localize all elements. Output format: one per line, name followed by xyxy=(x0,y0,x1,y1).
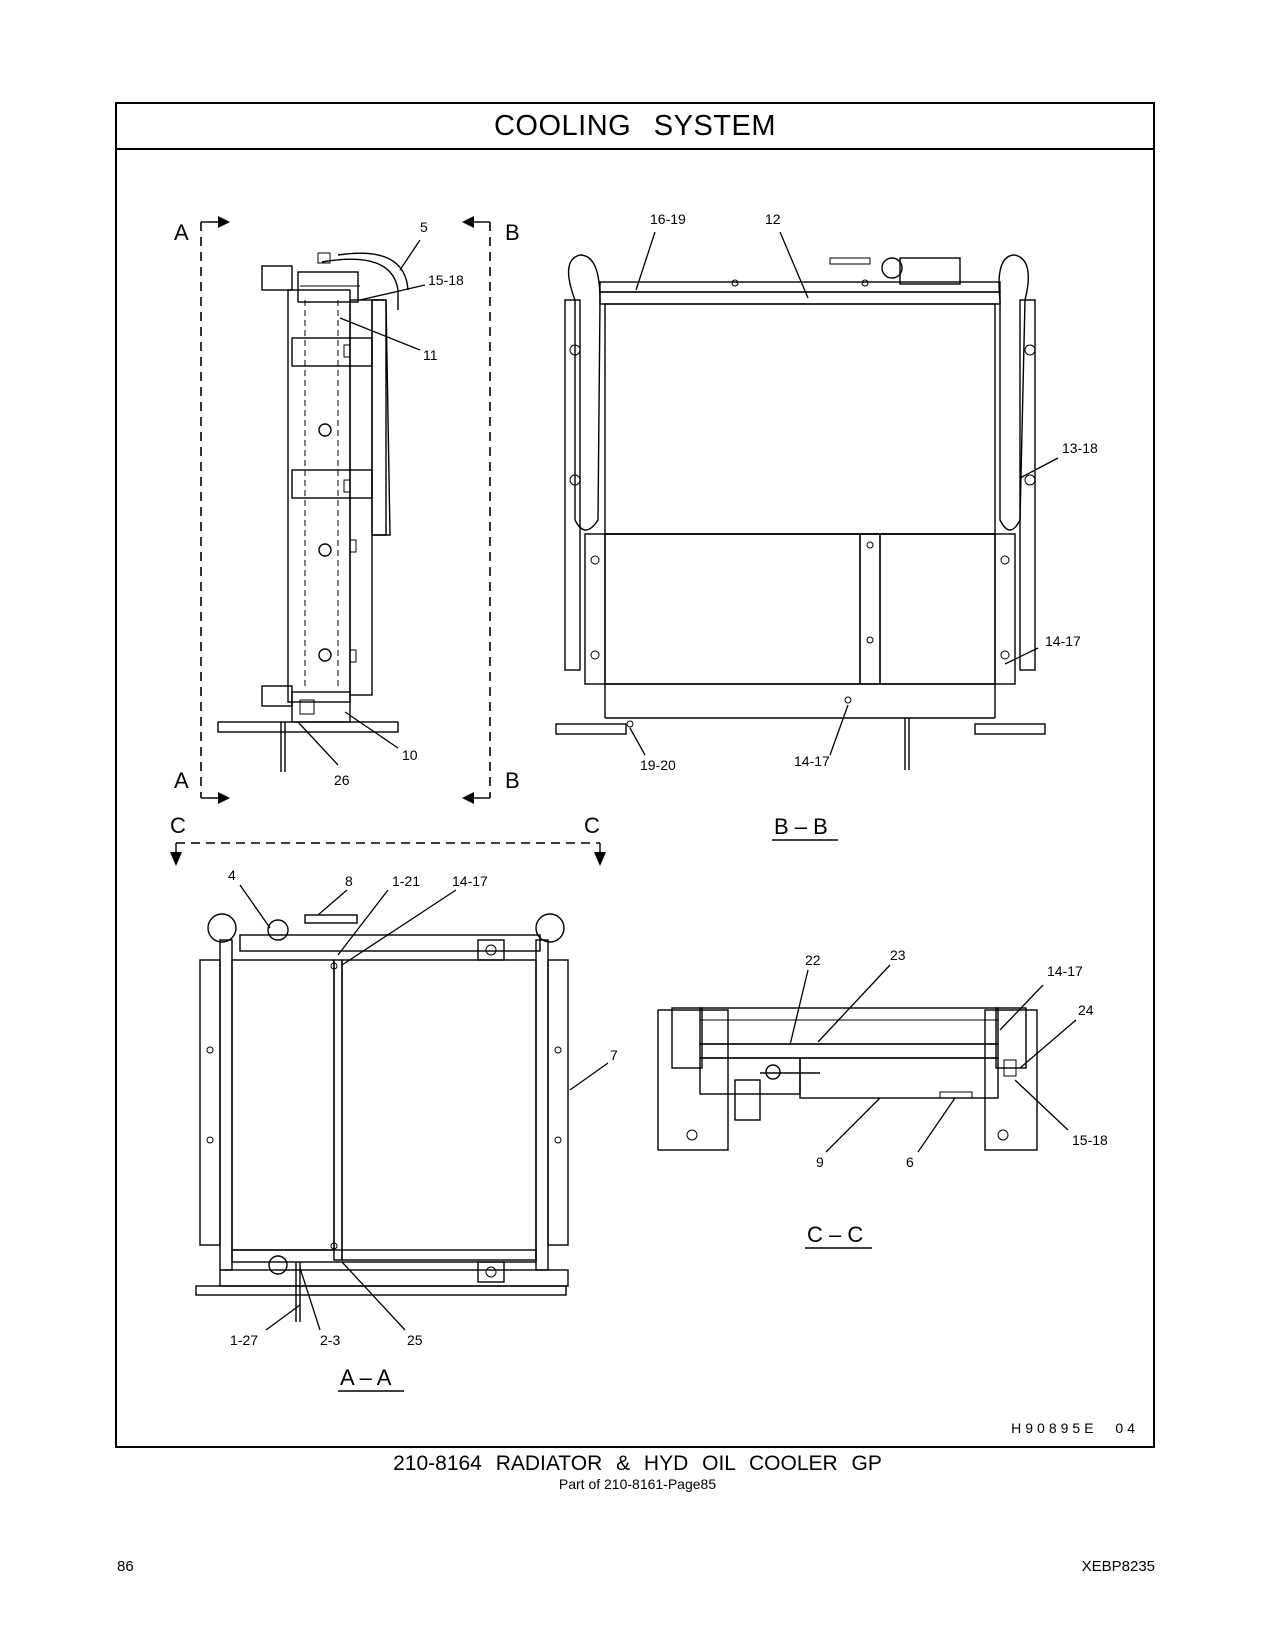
section-view-c-c: C – C xyxy=(807,1222,863,1247)
callout-aa-14-17: 14-17 xyxy=(452,873,488,889)
callout-aa-25: 25 xyxy=(407,1332,423,1348)
callout-side-10: 10 xyxy=(402,747,418,763)
view-c-c: 22 23 14-17 24 15-18 9 6 C – C xyxy=(657,947,1108,1249)
callout-side-26: 26 xyxy=(334,772,350,788)
callout-bb-16-19: 16-19 xyxy=(650,211,686,227)
callout-cc-14-17: 14-17 xyxy=(1047,963,1083,979)
cut-marker-b-bottom: B xyxy=(505,768,520,793)
cut-marker-b-top: B xyxy=(505,220,520,245)
callout-aa-2-3: 2-3 xyxy=(320,1332,340,1348)
drawing-frame: COOLING SYSTEM H90895E 04 xyxy=(115,102,1155,1448)
view-a-a: 4 8 1-21 14-17 7 1-27 2-3 25 A – A xyxy=(195,867,618,1392)
view-b-b: 16-19 12 13-18 14-17 19-20 14-17 B – B xyxy=(555,211,1098,841)
callout-cc-6: 6 xyxy=(906,1154,914,1170)
callout-side-11: 11 xyxy=(423,347,438,363)
section-view-b-b: B – B xyxy=(774,814,828,839)
callout-aa-1-27: 1-27 xyxy=(230,1332,258,1348)
cut-marker-c-left: C xyxy=(170,813,186,838)
side-view: A A B B xyxy=(174,216,520,804)
callout-bb-14-17: 14-17 xyxy=(1045,633,1081,649)
callout-cc-15-18: 15-18 xyxy=(1072,1132,1108,1148)
callout-aa-4: 4 xyxy=(228,867,236,883)
callout-bb-19-20: 19-20 xyxy=(640,757,676,773)
page-number: 86 xyxy=(117,1558,134,1575)
callout-aa-8: 8 xyxy=(345,873,353,889)
cut-marker-a-bottom: A xyxy=(174,768,189,793)
group-subtitle: Part of 210-8161-Page85 xyxy=(558,1476,717,1492)
drawing-id: H90895E 04 xyxy=(1011,1420,1139,1436)
callout-aa-7: 7 xyxy=(610,1047,618,1063)
callout-aa-1-21: 1-21 xyxy=(392,873,420,889)
callout-bb-12: 12 xyxy=(765,211,781,227)
page-title: COOLING SYSTEM xyxy=(117,104,1153,150)
callout-cc-24: 24 xyxy=(1078,1002,1094,1018)
callout-cc-9: 9 xyxy=(816,1154,824,1170)
callout-bb-13-18: 13-18 xyxy=(1062,440,1098,456)
callout-side-15-18: 15-18 xyxy=(428,272,464,288)
section-view-a-a: A – A xyxy=(340,1365,392,1390)
callout-cc-23: 23 xyxy=(890,947,906,963)
group-title: 210-8164 RADIATOR & HYD OIL COOLER GP xyxy=(393,1452,882,1475)
cut-marker-a-top: A xyxy=(174,220,189,245)
cut-marker-c-right: C xyxy=(584,813,600,838)
callout-cc-22: 22 xyxy=(805,952,821,968)
callout-bb-14-17-lower: 14-17 xyxy=(794,753,830,769)
document-code: XEBP8235 xyxy=(1081,1558,1155,1575)
callout-side-5: 5 xyxy=(420,219,428,235)
cut-line-c: C C xyxy=(170,813,606,866)
